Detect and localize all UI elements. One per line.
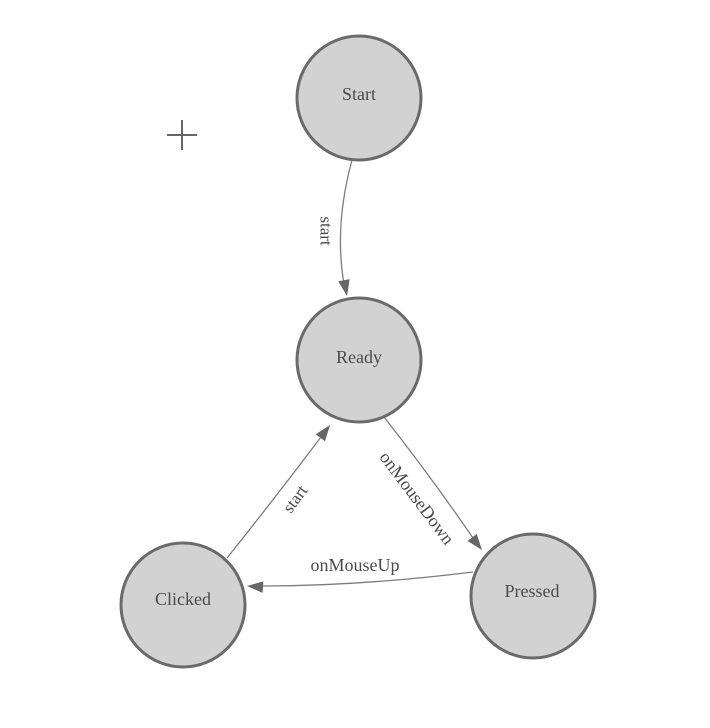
origin-marker xyxy=(167,120,197,150)
arrowhead-icon xyxy=(467,533,482,550)
edge-path-start-to-ready[interactable] xyxy=(339,159,353,285)
state-circle-pressed[interactable] xyxy=(469,532,597,660)
arrowhead-icon xyxy=(247,581,264,593)
state-label-clicked: Clicked xyxy=(155,589,211,609)
state-circle-start[interactable] xyxy=(295,34,423,162)
state-label-ready: Ready xyxy=(336,347,382,367)
edge-label-onmousedown: onMouseDown xyxy=(376,448,459,549)
edge-path-clicked-to-ready[interactable] xyxy=(226,436,322,559)
edge-start-to-ready[interactable]: start xyxy=(317,159,353,297)
edge-path-pressed-to-clicked[interactable] xyxy=(261,571,474,587)
edge-label-start: start xyxy=(317,216,336,246)
state-node-start[interactable]: Start xyxy=(295,34,423,162)
edge-clicked-to-ready[interactable]: start xyxy=(226,422,335,559)
state-node-ready[interactable]: Ready xyxy=(295,296,423,424)
state-node-clicked[interactable]: Clicked xyxy=(119,541,247,669)
state-label-pressed: Pressed xyxy=(505,581,560,601)
arrowhead-icon xyxy=(315,425,330,442)
edge-pressed-to-clicked[interactable]: onMouseUp xyxy=(247,555,474,593)
state-label-start: Start xyxy=(342,84,376,104)
state-circle-ready[interactable] xyxy=(295,296,423,424)
edge-ready-to-pressed[interactable]: onMouseDown xyxy=(376,416,487,554)
state-circle-clicked[interactable] xyxy=(119,541,247,669)
state-node-pressed[interactable]: Pressed xyxy=(469,532,597,660)
arrowhead-icon xyxy=(338,279,350,296)
edge-path-ready-to-pressed[interactable] xyxy=(383,416,474,539)
edge-label-onmouseup: onMouseUp xyxy=(311,555,400,575)
